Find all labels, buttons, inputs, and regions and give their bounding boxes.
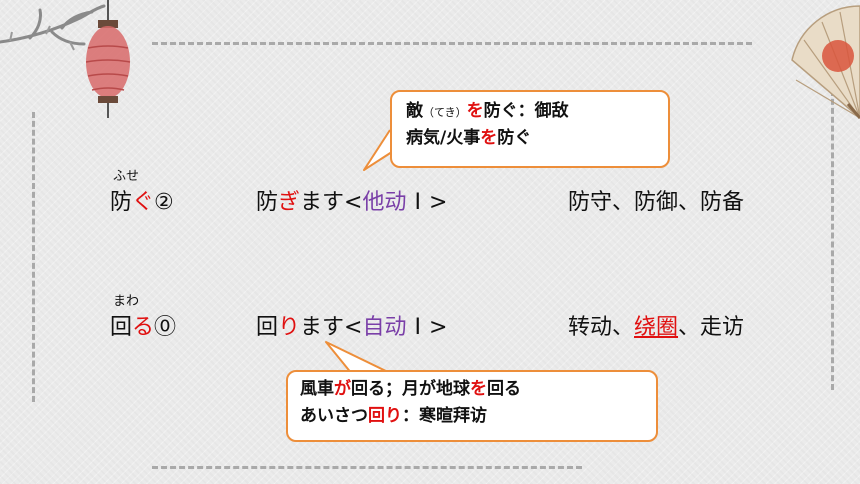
dashed-border-bottom [152, 466, 582, 469]
reading-fuse: ふせ [113, 169, 140, 184]
word-base: 防 [110, 190, 133, 215]
vocab-row-2: 回る⓪ [110, 317, 176, 339]
word-base: 回 [110, 315, 133, 340]
callout-bottom-tail [325, 341, 393, 375]
lantern-icon [85, 0, 131, 118]
verb-type: 他动 [362, 190, 407, 215]
callout-bottom-line-2: あいさつ回り：寒暄拜访 [300, 406, 487, 427]
highlighted-meaning: 绕圈 [634, 315, 679, 340]
reading-mawa: まわ [113, 294, 140, 309]
meaning-row-2: 转动、绕圈、走访 [568, 315, 745, 340]
callout-top: 敵（てき）を防ぐ：御敌 病気/火事を防ぐ [390, 90, 670, 168]
callout-bottom: 風車が回る；月が地球を回る あいさつ回り：寒暄拜访 [286, 370, 658, 442]
callout-bottom-line-1: 風車が回る；月が地球を回る [300, 379, 521, 399]
dashed-border-left [32, 112, 35, 402]
word-okurigana: ぐ [132, 190, 155, 215]
callout-top-line-1: 敵（てき）を防ぐ：御敌 [406, 101, 569, 121]
verb-type: 自动 [362, 315, 407, 340]
callout-top-tail [363, 129, 399, 171]
callout-top-line-2: 病気/火事を防ぐ [406, 128, 532, 149]
word-okurigana: る [132, 315, 155, 340]
vocab-row-1: 防ぐ② [110, 192, 174, 214]
fan-icon [791, 5, 860, 119]
dashed-border-top [152, 42, 752, 45]
accent-mark: ② [154, 190, 174, 215]
dashed-border-right [831, 90, 834, 390]
meaning-row-1: 防守、防御、防备 [568, 190, 745, 215]
accent-mark: ⓪ [154, 315, 177, 340]
branch-icon [0, 4, 106, 51]
